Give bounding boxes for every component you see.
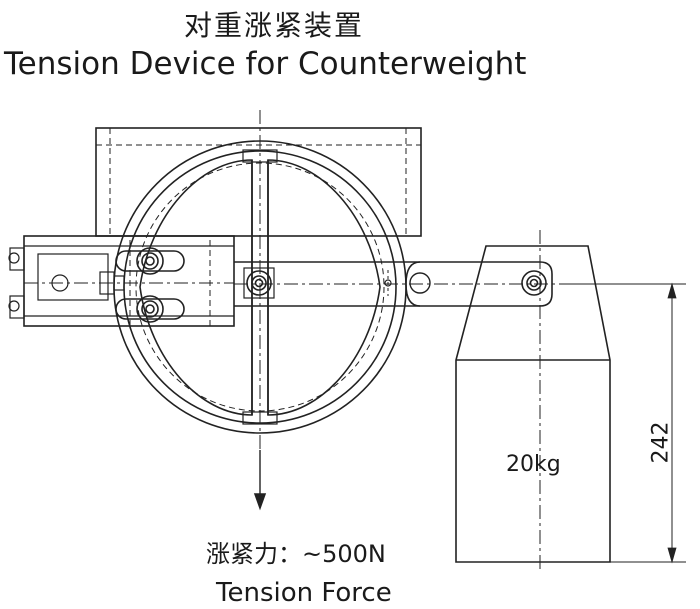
- lever-arm: [234, 261, 560, 307]
- slot-bolt-lower: [115, 295, 185, 323]
- slot-bolt-upper: [115, 247, 185, 275]
- title-english: Tension Device for Counterweight: [4, 46, 527, 82]
- tension-force-label-chinese: 涨紧力：~500N: [206, 540, 386, 568]
- weight-label: 20kg: [506, 452, 561, 477]
- tension-force-label-english: Tension Force: [216, 578, 392, 608]
- mounting-plate: [95, 127, 422, 237]
- dimension-label: 242: [648, 421, 674, 464]
- dimension-line: [560, 282, 686, 564]
- title-chinese: 对重涨紧装置: [183, 9, 364, 42]
- counterweight: [455, 230, 611, 570]
- left-side-bolts: [8, 247, 25, 319]
- pivot-bolt: [243, 267, 275, 299]
- tension-force-arrow: [253, 450, 267, 511]
- left-bracket: [23, 235, 235, 330]
